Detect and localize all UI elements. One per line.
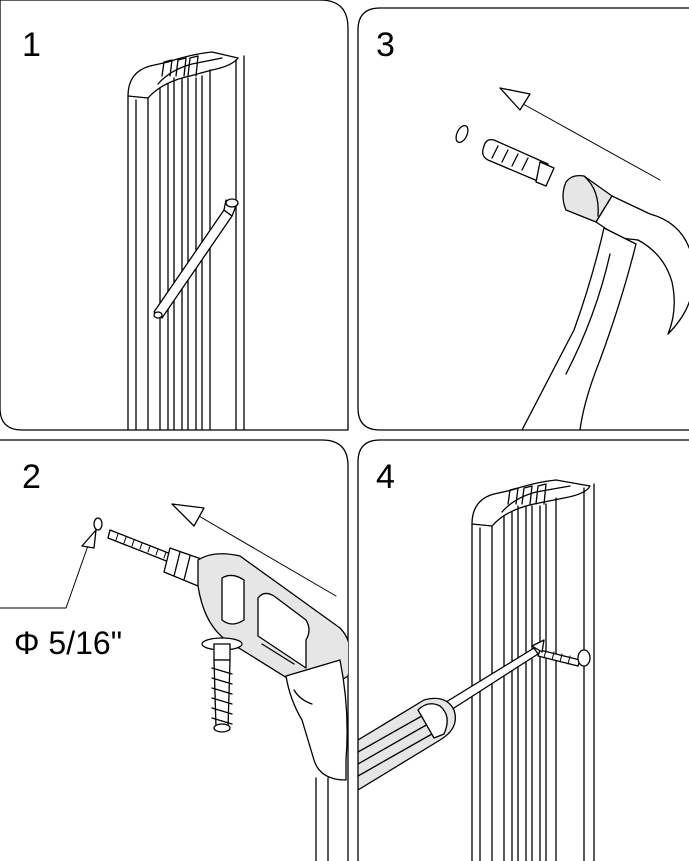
leader-line	[0, 539, 91, 609]
screwdriver	[358, 639, 545, 791]
drill-bit-size-label: Φ 5/16"	[14, 625, 122, 661]
drilled-hole	[455, 124, 469, 144]
marking-pencil	[153, 198, 239, 319]
seal-profile-installed	[471, 479, 595, 861]
pilot-mark	[93, 517, 103, 531]
step-number-4: 4	[376, 458, 395, 496]
direction-arrow	[171, 503, 337, 597]
panel-step-3: 3	[357, 7, 689, 431]
hammer	[521, 174, 689, 430]
panel-step-2: 2 Φ 5/16"	[0, 439, 349, 861]
panel-step-4: 4	[357, 439, 689, 861]
seal-profile-bottom	[127, 51, 245, 430]
panel-step-1: 1	[0, 0, 349, 431]
mounting-screw	[537, 649, 591, 667]
step-number-2: 2	[22, 458, 41, 496]
step-number-1: 1	[22, 26, 41, 64]
wall-anchor	[482, 138, 555, 187]
power-drill	[107, 529, 348, 861]
step-number-3: 3	[376, 26, 395, 64]
direction-arrow	[499, 87, 661, 181]
drywall-anchor-screw	[201, 637, 243, 733]
